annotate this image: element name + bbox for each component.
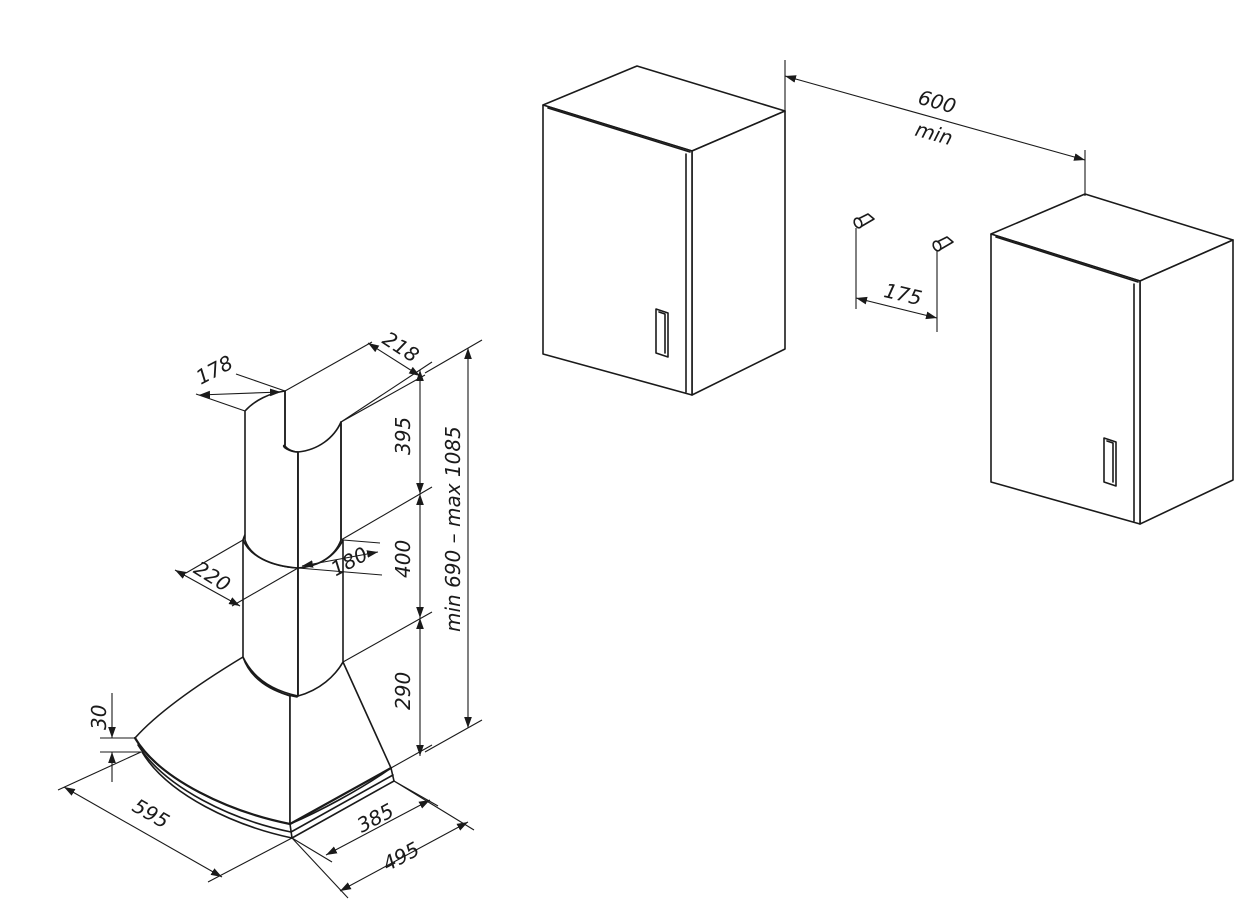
mounting-bolts: 175 [853, 213, 954, 332]
canopy-depth-value: 495 [378, 837, 423, 876]
total-height-dimension: min 690 – max 1085 [424, 339, 483, 753]
mounting-bolt-right [932, 236, 954, 252]
chimney-hood: 178 218 220 180 [57, 326, 483, 899]
mounting-bolt-left [853, 213, 875, 229]
duct-width-value: 218 [378, 326, 423, 367]
left-cabinet-handle [655, 308, 669, 358]
duct-width-dimension: 218 [284, 326, 426, 423]
left-wall-cabinet [542, 65, 786, 396]
hood-canopy [133, 656, 395, 839]
total-height-value: min 690 – max 1085 [441, 426, 465, 632]
cabinet-spacing-dimension: 600 min [784, 60, 1086, 196]
lower-duct-height-value: 400 [391, 540, 415, 578]
cabinet-spacing-value: 600 [916, 85, 959, 118]
upper-duct [244, 390, 342, 569]
right-wall-cabinet [990, 193, 1234, 525]
upper-duct-height-value: 395 [391, 417, 415, 455]
right-cabinet-handle [1103, 437, 1117, 487]
height-dimensions: 395 400 290 [340, 361, 433, 769]
base-depth-value: 385 [353, 798, 398, 837]
rim-height-value: 30 [87, 705, 111, 730]
canopy-height-value: 290 [391, 672, 415, 710]
rim-height-dimension: 30 [87, 693, 141, 782]
duct-depth-value: 178 [192, 350, 237, 389]
